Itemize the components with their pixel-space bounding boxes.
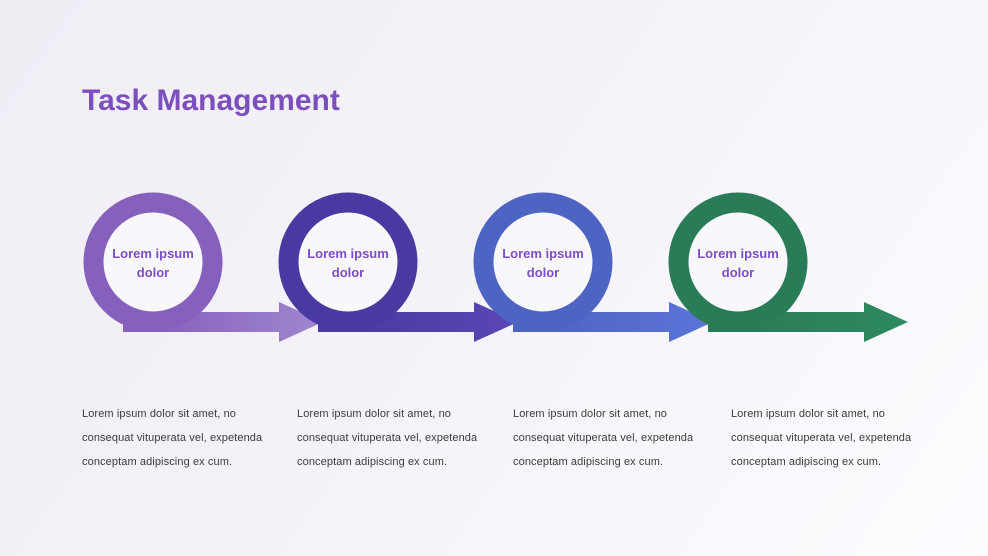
step-1-label: Lorem ipsum dolor xyxy=(112,246,194,280)
loop-arrow-step-1 xyxy=(83,192,323,342)
arrow-head-1 xyxy=(279,302,323,342)
step-2-description: Lorem ipsum dolor sit amet, no consequat… xyxy=(297,408,478,468)
loop-arrow-step-4 xyxy=(668,192,908,342)
loop-arrow-step-3 xyxy=(473,192,713,342)
loop-ring-3 xyxy=(473,192,613,332)
step-2-label: Lorem ipsum dolor xyxy=(307,246,389,280)
step-1-description: Lorem ipsum dolor sit amet, no consequat… xyxy=(82,408,263,468)
step-3-description: Lorem ipsum dolor sit amet, no consequat… xyxy=(513,408,694,468)
loop-arrow-step-2 xyxy=(278,192,518,342)
loop-ring-4 xyxy=(668,192,808,332)
loop-ring-2 xyxy=(278,192,418,332)
arrow-head-2 xyxy=(474,302,518,342)
step-3-label: Lorem ipsum dolor xyxy=(502,246,584,280)
slide-title: Task Management xyxy=(82,84,340,117)
step-4-description: Lorem ipsum dolor sit amet, no consequat… xyxy=(731,408,912,468)
arrow-head-3 xyxy=(669,302,713,342)
arrow-head-4 xyxy=(864,302,908,342)
loop-ring-1 xyxy=(83,192,223,332)
step-4-label: Lorem ipsum dolor xyxy=(697,246,779,280)
